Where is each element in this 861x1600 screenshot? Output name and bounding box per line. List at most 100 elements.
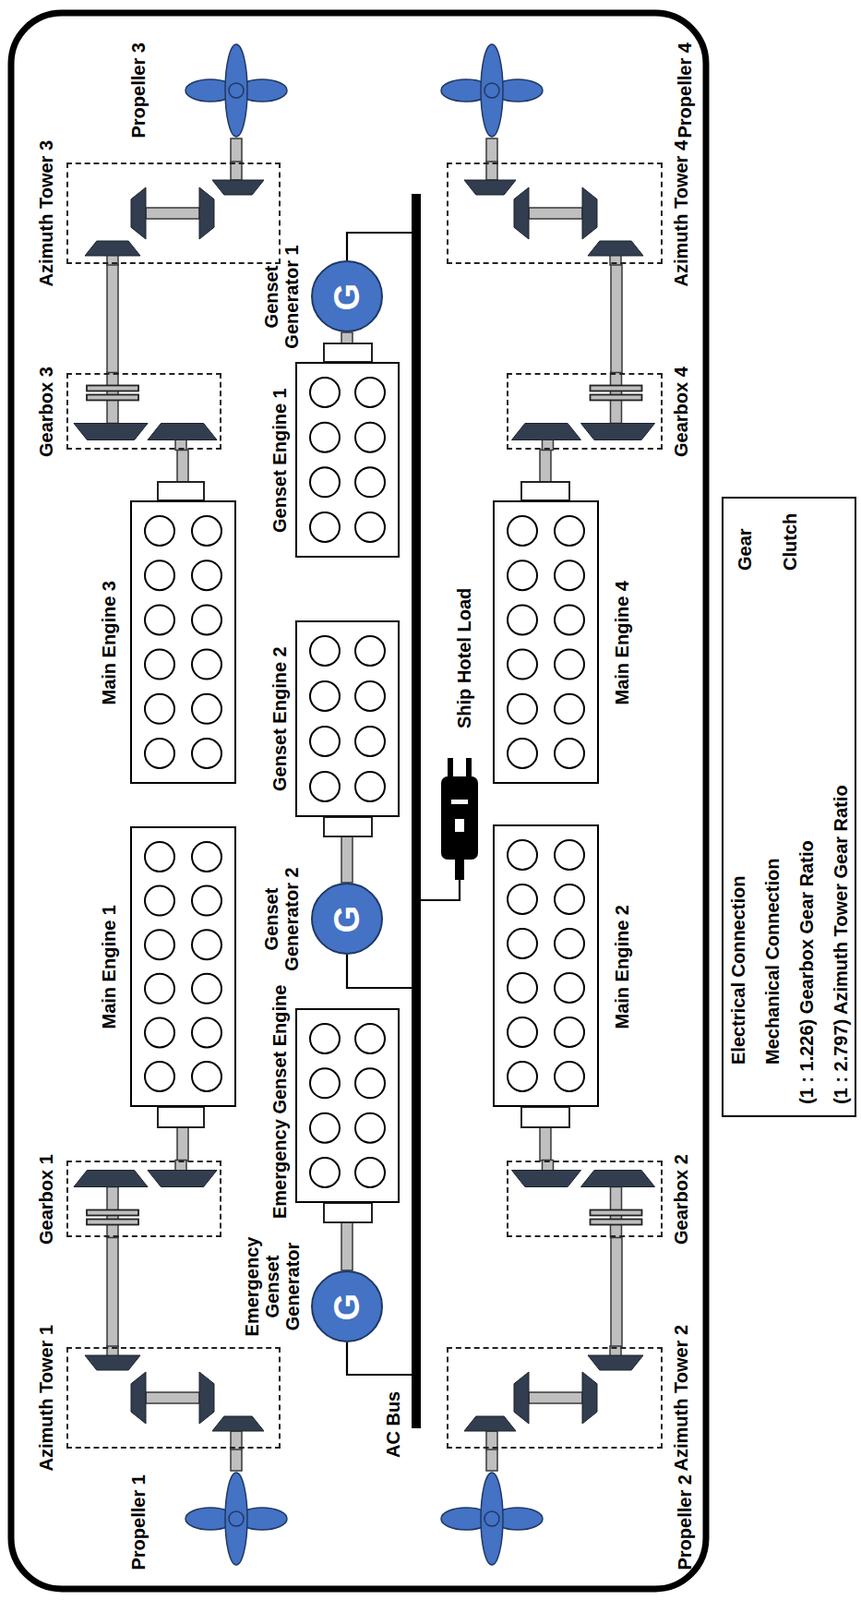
- cylinder-circle: [191, 516, 222, 547]
- plug-cable: [454, 857, 465, 880]
- propeller: Propeller 3: [188, 42, 285, 139]
- cylinder-circle: [191, 1017, 222, 1048]
- bevel-gear: [147, 1170, 217, 1187]
- cylinder-circle: [554, 884, 585, 915]
- ac-bus-bar: AC Bus: [411, 193, 421, 1428]
- cylinder-circle: [355, 636, 385, 667]
- engine-box: Main Engine 2: [492, 824, 599, 1107]
- legend-text: Gear: [734, 527, 755, 571]
- generator-circle: Genset Generator 1G: [310, 260, 383, 333]
- electrical-wire: [346, 1341, 412, 1375]
- generator-symbol: G: [328, 1292, 366, 1321]
- cylinder-circle: [355, 1024, 385, 1054]
- cylinder-circle: [355, 378, 385, 408]
- propeller-hub: [228, 1510, 244, 1526]
- node-label: Gearbox 4: [670, 366, 692, 457]
- cylinder-circle: [554, 649, 585, 680]
- cylinder-circle: [191, 605, 222, 635]
- bevel-gear: [199, 187, 215, 240]
- generator-circle: Emergency Genset GeneratorG: [310, 1269, 383, 1342]
- azimuth-tower-internals: [84, 1345, 264, 1449]
- gearbox-box: Gearbox 2: [506, 1159, 663, 1237]
- bevel-gear: [131, 187, 146, 240]
- bevel-gear: [199, 1371, 215, 1424]
- propeller-hub: [484, 83, 500, 98]
- bevel-gear: [514, 1371, 529, 1424]
- mechanical-shaft: [610, 1236, 622, 1347]
- hotel-load-plug: Ship Hotel Load: [440, 752, 479, 880]
- bevel-gear: [582, 187, 598, 240]
- bevel-gear: [581, 423, 656, 441]
- node-label: Propeller 2: [674, 1473, 695, 1569]
- cylinder-circle: [554, 561, 585, 591]
- node-label: Main Engine 3: [98, 580, 120, 705]
- node-label: AC Bus: [382, 1390, 404, 1458]
- bevel-gear: [212, 179, 264, 195]
- azimuth-tower-internals: [464, 1345, 644, 1449]
- cylinder-circle: [554, 840, 585, 871]
- node-label: Main Engine 4: [611, 580, 633, 705]
- node-illustration: [295, 362, 400, 559]
- shaft: [528, 207, 583, 219]
- coupling: [157, 481, 204, 501]
- cylinder-circle: [310, 1068, 340, 1099]
- azimuth-tower-internals: [464, 161, 644, 265]
- node-label: Genset Engine 2: [269, 645, 290, 791]
- cylinder-circle: [554, 929, 585, 959]
- coupling: [521, 1106, 570, 1127]
- legend-text: Clutch: [779, 513, 801, 571]
- generator-circle: Genset Generator 2G: [310, 882, 383, 955]
- cylinder-circle: [144, 1017, 175, 1048]
- node-label: Ship Hotel Load: [454, 587, 475, 729]
- cylinder-circle: [507, 739, 538, 769]
- cylinder-circle: [507, 1062, 538, 1092]
- cylinder-circle: [554, 1062, 585, 1092]
- clutch-plate: [590, 394, 643, 401]
- node-label: Azimuth Tower 1: [35, 1324, 57, 1471]
- node-illustration: [443, 42, 540, 139]
- shaft: [145, 1391, 200, 1403]
- electrical-wire: [346, 232, 412, 261]
- cylinder-circle: [554, 693, 585, 724]
- mechanical-shaft: [486, 1447, 498, 1471]
- gear-trains: [73, 161, 656, 1449]
- cylinder-circle: [310, 1024, 340, 1054]
- bevel-gear: [212, 1415, 264, 1431]
- gearbox-box: Gearbox 4: [506, 372, 663, 450]
- shaft: [486, 1430, 498, 1449]
- cylinder-circle: [144, 973, 175, 1004]
- node-label: Azimuth Tower 2: [670, 1324, 692, 1471]
- mechanical-shaft: [107, 1236, 119, 1347]
- cylinder-circle: [310, 1158, 340, 1188]
- cylinder-circle: [554, 1017, 585, 1048]
- cylinder-circle: [310, 681, 340, 712]
- azimuth-tower-internals: [84, 161, 264, 265]
- node-label: Main Engine 2: [611, 904, 633, 1029]
- coupling: [323, 816, 372, 837]
- cylinder-circle: [507, 1017, 538, 1048]
- coupling: [157, 1106, 204, 1127]
- cylinder-circle: [507, 929, 538, 959]
- cylinder-circle: [554, 739, 585, 769]
- engine-box: Emergency Genset Engine: [295, 1007, 400, 1203]
- node-label: Azimuth Tower 4: [670, 140, 692, 287]
- cylinder-circle: [507, 973, 538, 1004]
- cylinder-circle: [310, 467, 340, 498]
- shaft: [528, 1391, 583, 1403]
- clutch-plate: [86, 394, 139, 401]
- cylinder-circle: [355, 772, 385, 802]
- cylinder-circle: [144, 1062, 175, 1092]
- coupling: [323, 1202, 372, 1222]
- engine-box: Genset Engine 2: [295, 620, 400, 817]
- gearbox-internals: [512, 1159, 656, 1238]
- cylinder-circle: [554, 973, 585, 1004]
- cylinder-circle: [507, 884, 538, 915]
- gearbox-box: Gearbox 3: [66, 372, 222, 450]
- cylinder-circle: [310, 727, 340, 757]
- bevel-gear: [587, 240, 644, 256]
- clutch-plate: [86, 385, 139, 392]
- cylinder-circle: [355, 422, 385, 453]
- clutch-plate: [590, 385, 643, 392]
- cylinder-circle: [507, 649, 538, 680]
- propeller-hub: [228, 83, 244, 98]
